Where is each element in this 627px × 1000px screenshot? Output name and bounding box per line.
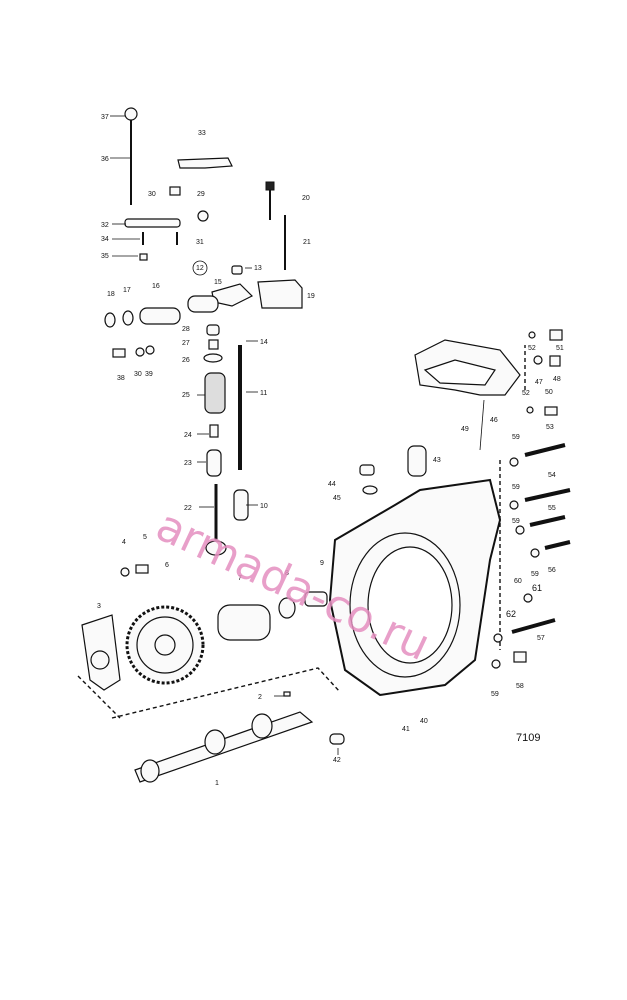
label-5: 5 — [143, 534, 147, 541]
rocker-arm — [192, 260, 303, 309]
label-17: 17 — [123, 287, 131, 294]
label-4: 4 — [122, 539, 126, 546]
label-33: 33 — [198, 130, 206, 137]
label-51: 51 — [556, 345, 564, 352]
part-labels: 37 36 33 30 29 20 32 34 31 21 35 12 13 1… — [97, 114, 564, 787]
label-9: 9 — [320, 560, 324, 567]
label-14: 14 — [260, 339, 268, 346]
label-48: 48 — [553, 376, 561, 383]
label-36: 36 — [101, 156, 109, 163]
label-44: 44 — [328, 481, 336, 488]
label-2: 2 — [258, 694, 262, 701]
label-19: 19 — [307, 293, 315, 300]
label-52b: 52 — [522, 390, 530, 397]
label-30b: 30 — [134, 371, 142, 378]
label-41: 41 — [402, 726, 410, 733]
label-58: 58 — [516, 683, 524, 690]
label-49: 49 — [461, 426, 469, 433]
label-53: 53 — [546, 424, 554, 431]
label-23: 23 — [184, 460, 192, 467]
bushings — [217, 591, 328, 641]
flywheel-housing — [328, 339, 521, 745]
right-side-bolts — [491, 329, 571, 669]
rocker-bracket — [177, 157, 233, 169]
label-43: 43 — [433, 457, 441, 464]
label-62: 62 — [506, 609, 516, 619]
label-20: 20 — [302, 195, 310, 202]
label-52a: 52 — [528, 345, 536, 352]
label-29: 29 — [197, 191, 205, 198]
label-6: 6 — [165, 562, 169, 569]
label-60: 60 — [514, 578, 522, 585]
label-37: 37 — [101, 114, 109, 121]
label-25: 25 — [182, 392, 190, 399]
label-15: 15 — [214, 279, 222, 286]
rocker-shaft-parts — [104, 295, 219, 358]
label-47: 47 — [535, 379, 543, 386]
assembly-dashline-right — [499, 345, 526, 650]
label-28: 28 — [182, 326, 190, 333]
label-22: 22 — [184, 505, 192, 512]
label-35: 35 — [101, 253, 109, 260]
label-10: 10 — [260, 503, 268, 510]
label-59b: 59 — [512, 484, 520, 491]
label-59c: 59 — [512, 518, 520, 525]
label-11: 11 — [260, 390, 267, 397]
label-26: 26 — [182, 357, 190, 364]
label-56: 56 — [548, 567, 556, 574]
assembly-dashline-left — [77, 667, 341, 719]
label-42: 42 — [333, 757, 341, 764]
label-7: 7 — [238, 575, 242, 582]
push-rod-assembly — [124, 107, 138, 205]
label-34: 34 — [101, 236, 109, 243]
label-46: 46 — [490, 417, 498, 424]
label-59a: 59 — [512, 434, 520, 441]
label-1: 1 — [215, 780, 219, 787]
label-38: 38 — [117, 375, 125, 382]
drawing-reference-number: 7109 — [516, 732, 541, 744]
label-8: 8 — [285, 570, 289, 577]
label-50: 50 — [545, 389, 553, 396]
label-40: 40 — [420, 718, 428, 725]
label-61: 61 — [532, 583, 542, 593]
label-3: 3 — [97, 603, 101, 610]
label-59d: 59 — [531, 571, 539, 578]
label-31: 31 — [196, 239, 204, 246]
label-24: 24 — [184, 432, 192, 439]
label-59e: 59 — [491, 691, 499, 698]
label-16: 16 — [152, 283, 160, 290]
leader-lines — [110, 115, 485, 755]
label-30a: 30 — [148, 191, 156, 198]
label-32: 32 — [101, 222, 109, 229]
label-27: 27 — [182, 340, 190, 347]
label-54: 54 — [548, 472, 556, 479]
label-57: 57 — [537, 635, 545, 642]
label-13: 13 — [254, 265, 262, 272]
label-21: 21 — [303, 239, 311, 246]
label-39: 39 — [145, 371, 153, 378]
cylinder-head-bolts — [265, 181, 286, 270]
camshaft-gear — [81, 564, 205, 691]
rocker-shaft — [124, 186, 209, 261]
valve-assembly — [203, 324, 249, 556]
label-45: 45 — [333, 495, 341, 502]
label-18: 18 — [107, 291, 115, 298]
label-12: 12 — [196, 265, 204, 272]
label-55: 55 — [548, 505, 556, 512]
camshaft — [134, 691, 314, 783]
